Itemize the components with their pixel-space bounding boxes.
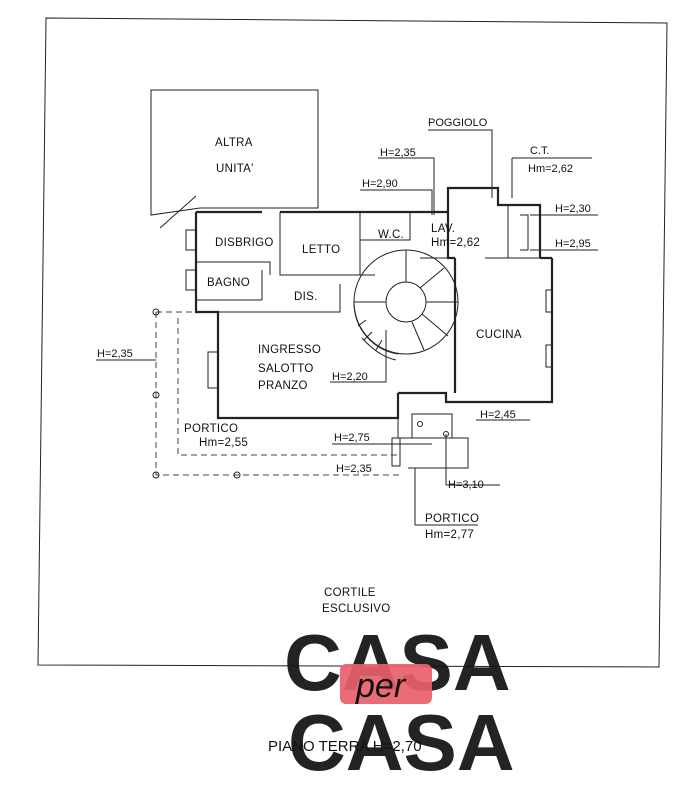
logo-line-2: per <box>355 667 407 705</box>
cucina-label: CUCINA <box>476 329 522 341</box>
poggiolo-label: POGGIOLO <box>428 117 488 129</box>
lav-label: LAV. <box>431 223 455 235</box>
ingresso-label-2: SALOTTO <box>258 363 314 375</box>
h-220-label: H=2,20 <box>332 371 368 383</box>
h-235-bottom-label: H=2,35 <box>336 463 372 475</box>
h-245-label: H=2,45 <box>480 409 516 421</box>
h-235-top-label: H=2,35 <box>380 147 416 159</box>
h-290-label: H=2,90 <box>362 178 398 190</box>
portico-right-label: PORTICO <box>425 513 479 525</box>
ct-label: C.T. <box>530 145 550 157</box>
letto-label: LETTO <box>302 244 340 256</box>
disbrigo-label: DISBRIGO <box>215 237 274 249</box>
cortile-label-2: ESCLUSIVO <box>322 603 391 615</box>
h-295-label: H=2,95 <box>555 238 591 250</box>
lot-boundary <box>37 17 668 668</box>
wc-label: W.C. <box>378 229 404 241</box>
cortile-label-1: CORTILE <box>324 587 376 599</box>
portico-left-label: PORTICO <box>184 423 238 435</box>
altra-unita-label-1: ALTRA <box>215 137 253 149</box>
ingresso-label-3: PRANZO <box>258 380 308 392</box>
ct-height-label: Hm=2,62 <box>528 163 573 175</box>
portico-left <box>152 308 400 479</box>
portico-left-height: Hm=2,55 <box>199 437 248 449</box>
h-230-label: H=2,30 <box>555 203 591 215</box>
ingresso-label-1: INGRESSO <box>258 344 321 356</box>
h-235-left-label: H=2,35 <box>97 348 133 360</box>
page-title: PIANO TERRA H=2,70 <box>268 738 422 755</box>
portico-right <box>391 393 469 469</box>
h-310-label: H=3,10 <box>448 479 484 491</box>
portico-right-height: Hm=2,77 <box>425 529 474 541</box>
h-275-label: H=2,75 <box>334 432 370 444</box>
altra-unita-label-2: UNITA' <box>216 163 254 175</box>
house-walls <box>185 186 554 420</box>
logo-line-3: CASA <box>288 698 515 787</box>
lav-height-label: Hm=2,62 <box>431 237 480 249</box>
spiral-staircase <box>353 249 459 361</box>
dis-label: DIS. <box>294 291 318 303</box>
altra-unita-block <box>150 89 319 216</box>
annotation-leaders <box>96 129 598 526</box>
casa-per-casa-logo: CASA CASA per <box>284 618 515 787</box>
bagno-label: BAGNO <box>207 277 250 289</box>
